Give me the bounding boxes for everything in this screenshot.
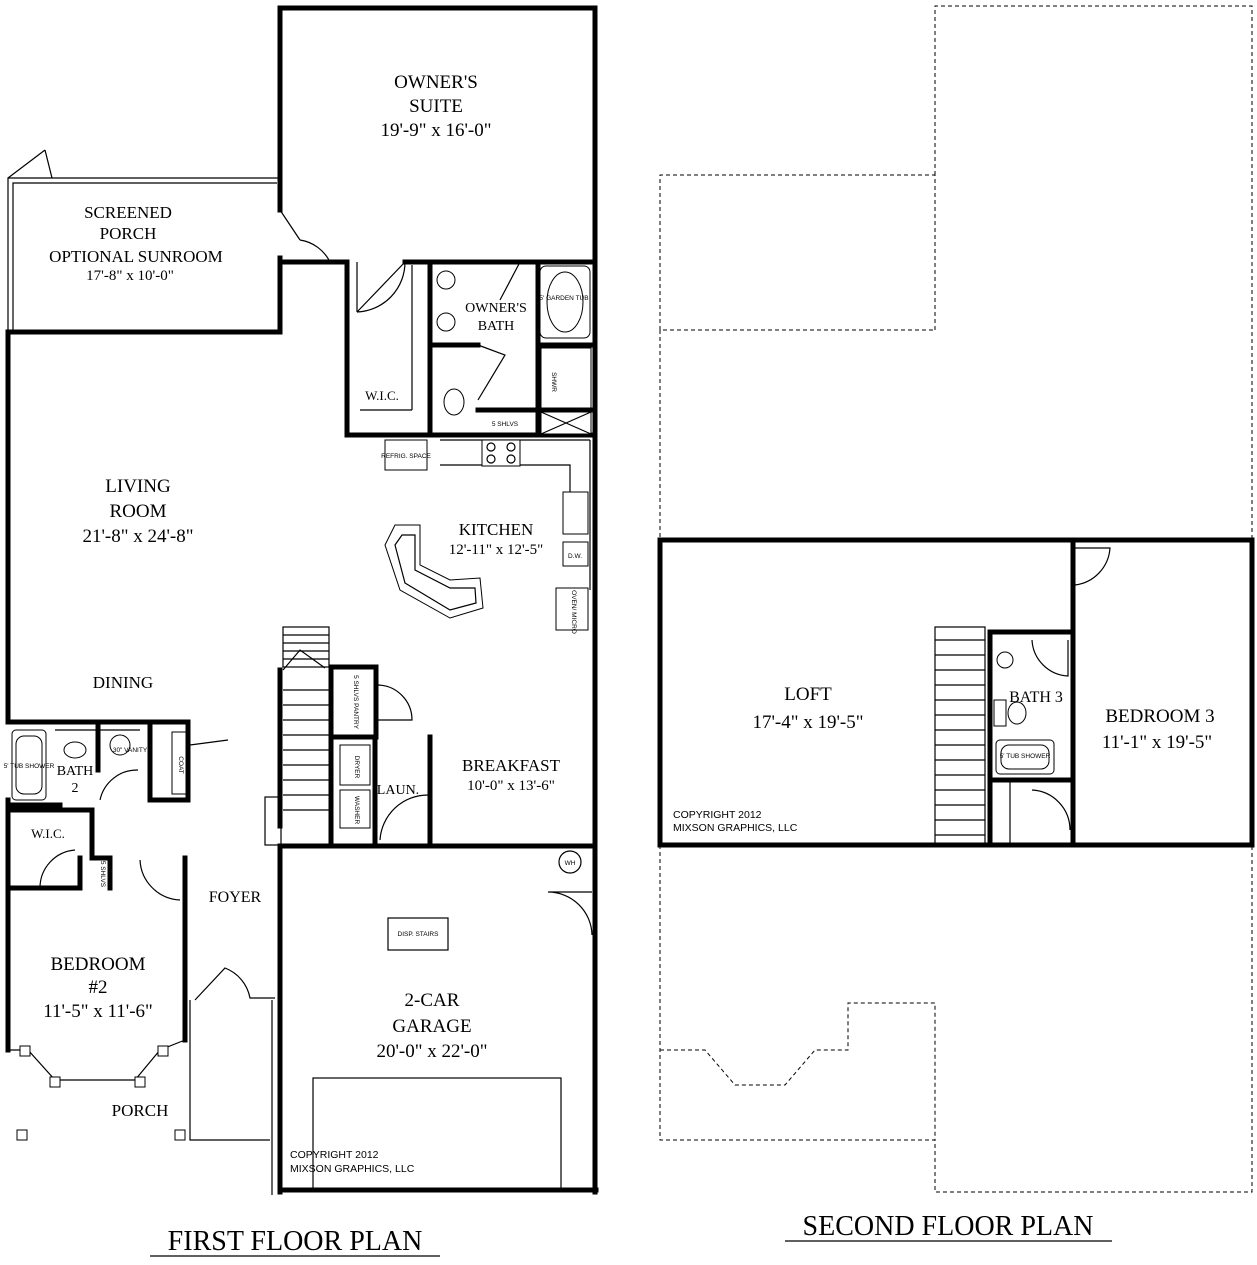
owners-suite-label: OWNER'S <box>394 72 478 93</box>
living-room-size: 21'-8" x 24'-8" <box>82 526 193 547</box>
dishwasher-label: D.W. <box>568 553 582 560</box>
pantry-label: 5 SHLVS PANTRY <box>352 675 359 729</box>
garage-label-2: GARAGE <box>392 1016 471 1037</box>
screened-porch-outline <box>7 149 280 330</box>
second-floor-plan: LOFT 17'-4" x 19'-5" BATH 3 5' TUB SHOWE… <box>657 5 1255 1242</box>
refrig-space-label: REFRIG. SPACE <box>381 453 431 460</box>
bedroom2-size: 11'-5" x 11'-6" <box>43 1001 153 1022</box>
bath2-label-2: 2 <box>72 781 79 796</box>
bedroom2-label: BEDROOM <box>50 954 145 975</box>
bath2-label: BATH <box>57 764 94 779</box>
washer-label: WASHER <box>353 796 360 825</box>
coat-label: COAT <box>177 756 184 774</box>
dryer-label: DRYER <box>353 756 360 779</box>
breakfast-size: 10'-0" x 13'-6" <box>467 778 555 794</box>
owners-bath-label-2: BATH <box>478 319 515 334</box>
porch-label: PORCH <box>112 1101 169 1120</box>
bedroom2-label-2: #2 <box>89 977 108 998</box>
garage-label: 2-CAR <box>405 990 460 1011</box>
garden-tub-label: 5' GARDEN TUB <box>539 295 588 302</box>
kitchen-label: KITCHEN <box>459 520 534 539</box>
second-floor-copyright-2: MIXSON GRAPHICS, LLC <box>673 822 798 834</box>
bed2-shelves-label: 5 SHLVS <box>99 861 106 888</box>
foyer-label: FOYER <box>209 889 262 906</box>
breakfast-label: BREAKFAST <box>462 756 561 775</box>
disp-stairs-label: DISP. STAIRS <box>398 931 440 938</box>
first-floor-copyright-2: MIXSON GRAPHICS, LLC <box>290 1163 415 1175</box>
bath3-label: BATH 3 <box>1009 689 1063 706</box>
bath-shelves-label: 5 SHLVS <box>492 421 519 428</box>
tub-shower-label: 5' TUB SHOWER <box>4 763 55 770</box>
owners-suite-size: 19'-9" x 16'-0" <box>380 120 491 141</box>
loft-size: 17'-4" x 19'-5" <box>752 712 863 733</box>
bath3-tub-shower-label: 5' TUB SHOWER <box>1000 753 1051 760</box>
living-room-label: LIVING <box>105 476 171 497</box>
vanity-label: 30" VANITY <box>113 747 148 754</box>
owners-suite-label-2: SUITE <box>409 96 463 117</box>
screened-porch-label-2: PORCH <box>100 224 157 243</box>
shower-label: SHWR <box>550 372 557 392</box>
second-floor-copyright: COPYRIGHT 2012 <box>673 809 762 821</box>
dining-label: DINING <box>93 673 153 692</box>
kitchen-size: 12'-11" x 12'-5" <box>449 542 544 558</box>
living-room-label-2: ROOM <box>109 501 166 522</box>
owners-bath-label: OWNER'S <box>465 301 527 316</box>
garage-size: 20'-0" x 22'-0" <box>376 1041 487 1062</box>
optional-sunroom-label: OPTIONAL SUNROOM <box>49 247 223 266</box>
bedroom3-label: BEDROOM 3 <box>1105 706 1214 727</box>
oven-micro-label: OVEN/ MICRO <box>570 590 577 634</box>
first-floor-title: FIRST FLOOR PLAN <box>168 1226 423 1257</box>
second-floor-title: SECOND FLOOR PLAN <box>803 1211 1094 1242</box>
laundry-label: LAUN. <box>377 783 419 798</box>
water-heater-label: WH <box>565 860 576 867</box>
first-floor-plan: OWNER'S SUITE 19'-9" x 16'-0" SCREENED P… <box>4 5 599 1257</box>
screened-porch-size: 17'-8" x 10'-0" <box>86 268 174 284</box>
owners-wic-label: W.I.C. <box>365 388 399 403</box>
screened-porch-label: SCREENED <box>84 203 172 222</box>
loft-label: LOFT <box>784 684 832 705</box>
bed2-wic-label: W.I.C. <box>31 826 65 841</box>
bedroom3-size: 11'-1" x 19'-5" <box>1102 732 1212 753</box>
first-floor-copyright: COPYRIGHT 2012 <box>290 1149 379 1161</box>
